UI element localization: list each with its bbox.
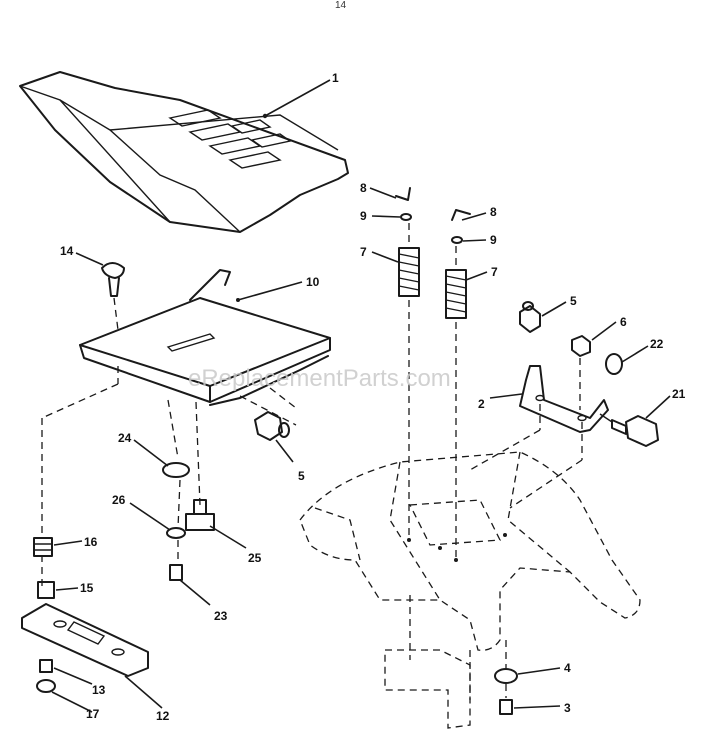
callout-8-right: 8 [490, 205, 497, 219]
callout-14: 14 [60, 244, 74, 258]
nut-13 [39, 659, 53, 673]
callout-8-left: 8 [360, 181, 367, 195]
pivot-bracket [21, 603, 149, 677]
spring-7-right [445, 269, 467, 319]
bolt-25 [185, 499, 215, 531]
washer-4 [494, 668, 518, 684]
callout-5-left: 5 [298, 469, 305, 483]
washer-9-right [451, 236, 463, 244]
washer-9-left [400, 213, 412, 221]
callout-26: 26 [112, 493, 126, 507]
seat-switch [599, 413, 659, 447]
callout-23: 23 [214, 609, 228, 623]
callout-7-left: 7 [360, 245, 367, 259]
callout-12: 12 [156, 709, 170, 723]
spacer-15 [37, 581, 55, 599]
seat [19, 71, 349, 233]
callout-4: 4 [564, 661, 571, 675]
callout-17: 17 [86, 707, 100, 721]
washer-17 [36, 679, 56, 693]
callout-24: 24 [118, 431, 132, 445]
bolt-8-left [395, 187, 411, 201]
nut-left [254, 411, 290, 441]
seat-pan [79, 269, 331, 406]
callout-13: 13 [92, 683, 106, 697]
callout-3: 3 [564, 701, 571, 715]
callout-7-right: 7 [491, 265, 498, 279]
callout-9-left: 9 [360, 209, 367, 223]
nut-6 [571, 335, 591, 357]
bolt-3 [499, 699, 513, 715]
bushing-16 [33, 537, 53, 557]
callout-9-right: 9 [490, 233, 497, 247]
callout-21: 21 [672, 387, 686, 401]
fender-outline [299, 451, 641, 729]
watermark: eReplacementParts.com [188, 365, 451, 392]
header-mark: 14 [335, 0, 347, 11]
callout-1: 1 [332, 71, 339, 85]
washer-26 [166, 527, 186, 539]
callout-5-right: 5 [570, 294, 577, 308]
callout-22: 22 [650, 337, 664, 351]
callout-10: 10 [306, 275, 320, 289]
bolt-23 [169, 564, 183, 581]
spring-7-left [398, 247, 420, 297]
switch-bracket [519, 365, 609, 433]
bolt-8-right [451, 209, 471, 221]
callout-25: 25 [248, 551, 262, 565]
callout-16: 16 [84, 535, 98, 549]
seat-knob [101, 262, 125, 297]
washer-22 [605, 353, 623, 375]
callout-2: 2 [478, 397, 485, 411]
callout-15: 15 [80, 581, 94, 595]
washer-24 [162, 462, 190, 478]
nut-right [519, 301, 541, 333]
callout-6: 6 [620, 315, 627, 329]
